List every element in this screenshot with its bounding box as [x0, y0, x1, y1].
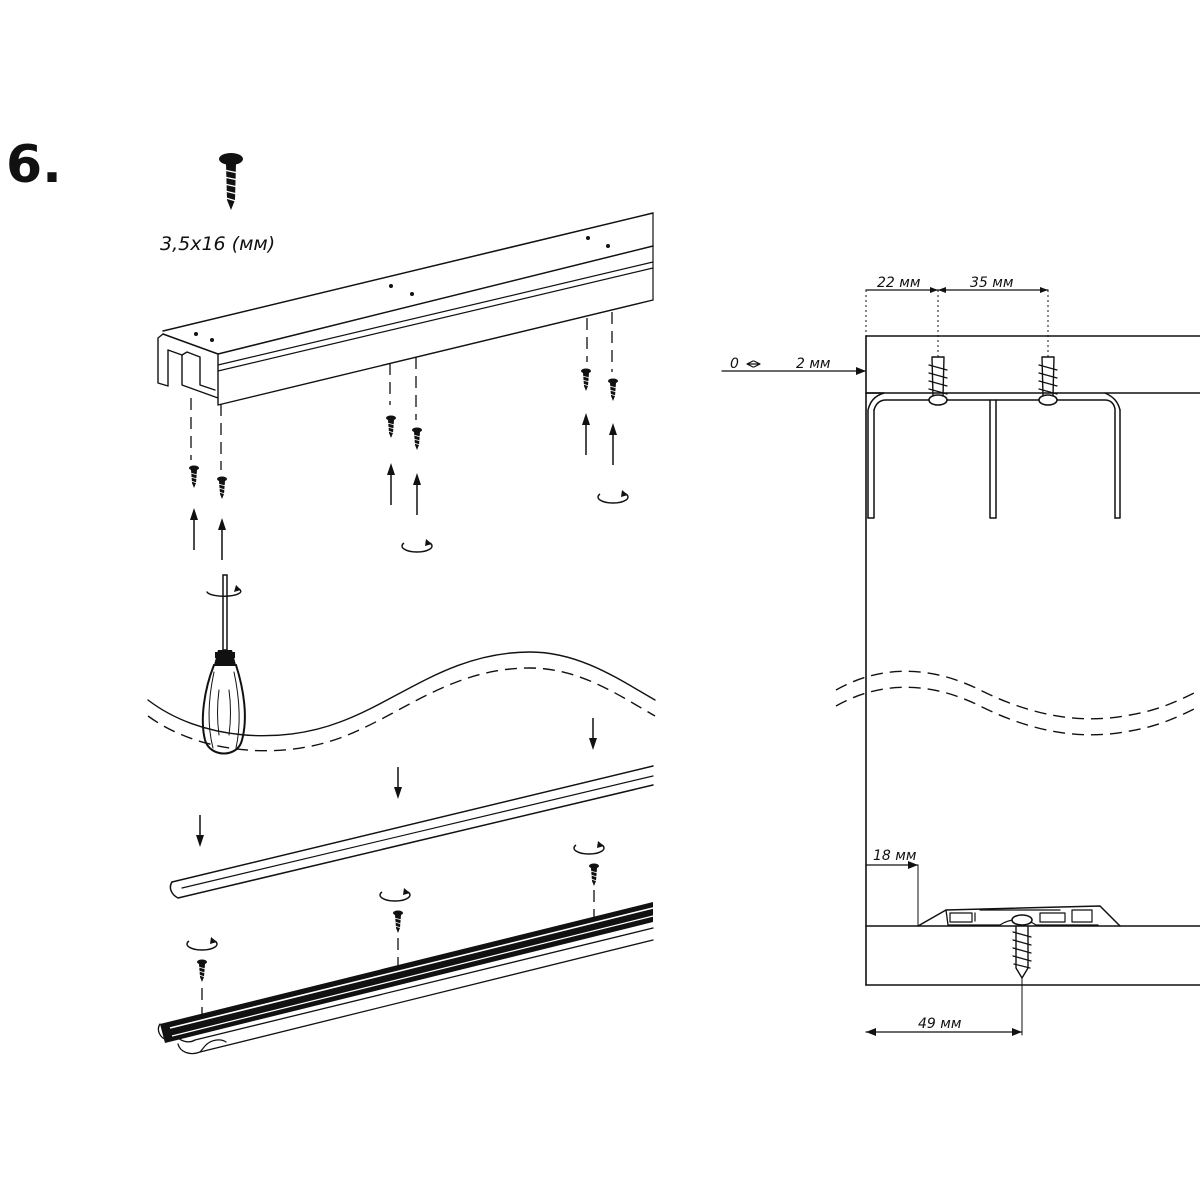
dim-22mm: 22 мм: [877, 275, 921, 291]
dim-35mm: 35 мм: [970, 275, 1014, 291]
mounting-screws-upper: [188, 368, 619, 500]
screw-icon: [928, 356, 1058, 406]
screw-spec-label: 3,5x16 (мм): [160, 233, 275, 255]
step-number: 6.: [6, 135, 62, 195]
dim-gap-max: 2 мм: [796, 356, 831, 372]
screw-guide-lines: [190, 312, 613, 470]
section-break: [147, 651, 656, 752]
dim-49mm: 49 мм: [918, 1016, 962, 1032]
dim-gap-min: 0: [730, 356, 739, 372]
upper-track: [157, 212, 654, 406]
screw-icon: [1011, 914, 1033, 979]
rotate-arrow-icon: [401, 489, 629, 553]
cover-strip: [169, 765, 654, 899]
screwdriver-icon: [201, 574, 246, 755]
bottom-track: [157, 902, 654, 1055]
arrow-up-icon: [189, 412, 618, 561]
dim-18mm: 18 мм: [873, 848, 917, 864]
screw-icon: [219, 153, 243, 210]
section-view: 22 мм 35 мм 0 2 мм: [721, 275, 1200, 1036]
